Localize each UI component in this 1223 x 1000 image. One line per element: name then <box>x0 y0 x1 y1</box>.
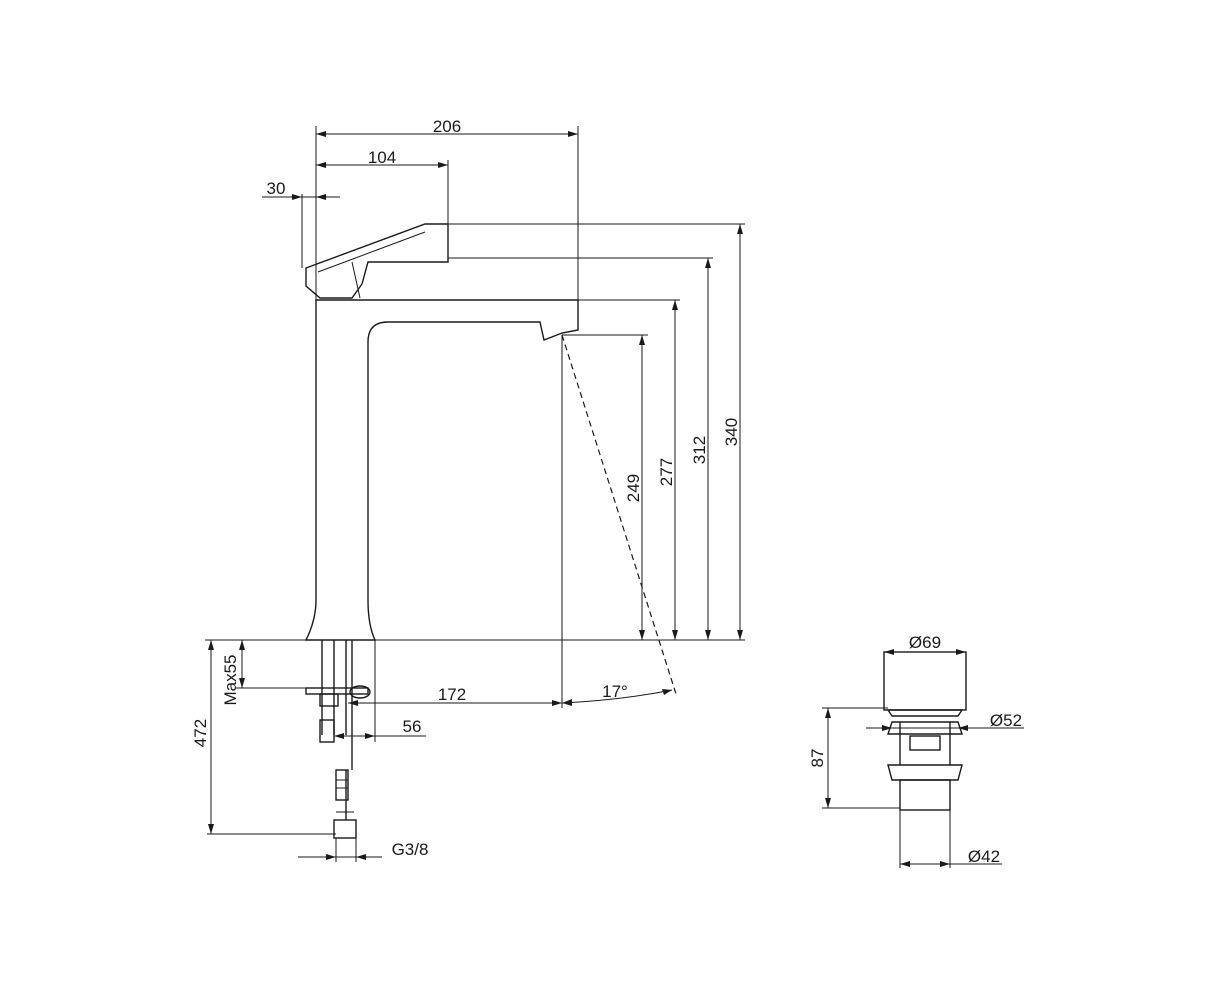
dim-drain-height: 87 <box>808 749 827 768</box>
dim-angle: 17° <box>602 682 628 701</box>
dim-thread: G3/8 <box>392 840 429 859</box>
dim-outlet-height: 249 <box>624 474 643 502</box>
handle-lever-outline <box>305 223 449 299</box>
dim-spout-reach: 172 <box>438 685 466 704</box>
dim-spout-height: 277 <box>657 458 676 486</box>
faucet-dimensions: 206 104 30 340 312 277 2 <box>191 117 745 862</box>
drain-cap <box>883 651 967 711</box>
faucet-side-view <box>205 223 745 839</box>
dim-max-deck: Max55 <box>221 654 240 705</box>
dim-body-offset: 56 <box>403 717 422 736</box>
drain-side-view <box>883 651 967 811</box>
dim-flange-diameter: Ø52 <box>990 711 1022 730</box>
water-flow-line <box>561 334 677 695</box>
dim-handle-length: 104 <box>368 148 396 167</box>
dim-pipe-diameter: Ø42 <box>968 847 1000 866</box>
drain-pipe <box>899 779 951 811</box>
dim-overall-width: 206 <box>433 117 461 136</box>
mounting-hardware <box>305 640 371 839</box>
faucet-body-outline <box>304 299 579 641</box>
dim-lever-height: 312 <box>690 436 709 464</box>
drain-dimensions: Ø69 Ø52 87 Ø42 <box>808 633 1024 868</box>
dim-handle-offset: 30 <box>267 179 286 198</box>
dim-total-height: 340 <box>722 418 741 446</box>
dim-hose-length: 472 <box>191 719 210 747</box>
dim-cap-diameter: Ø69 <box>909 633 941 652</box>
